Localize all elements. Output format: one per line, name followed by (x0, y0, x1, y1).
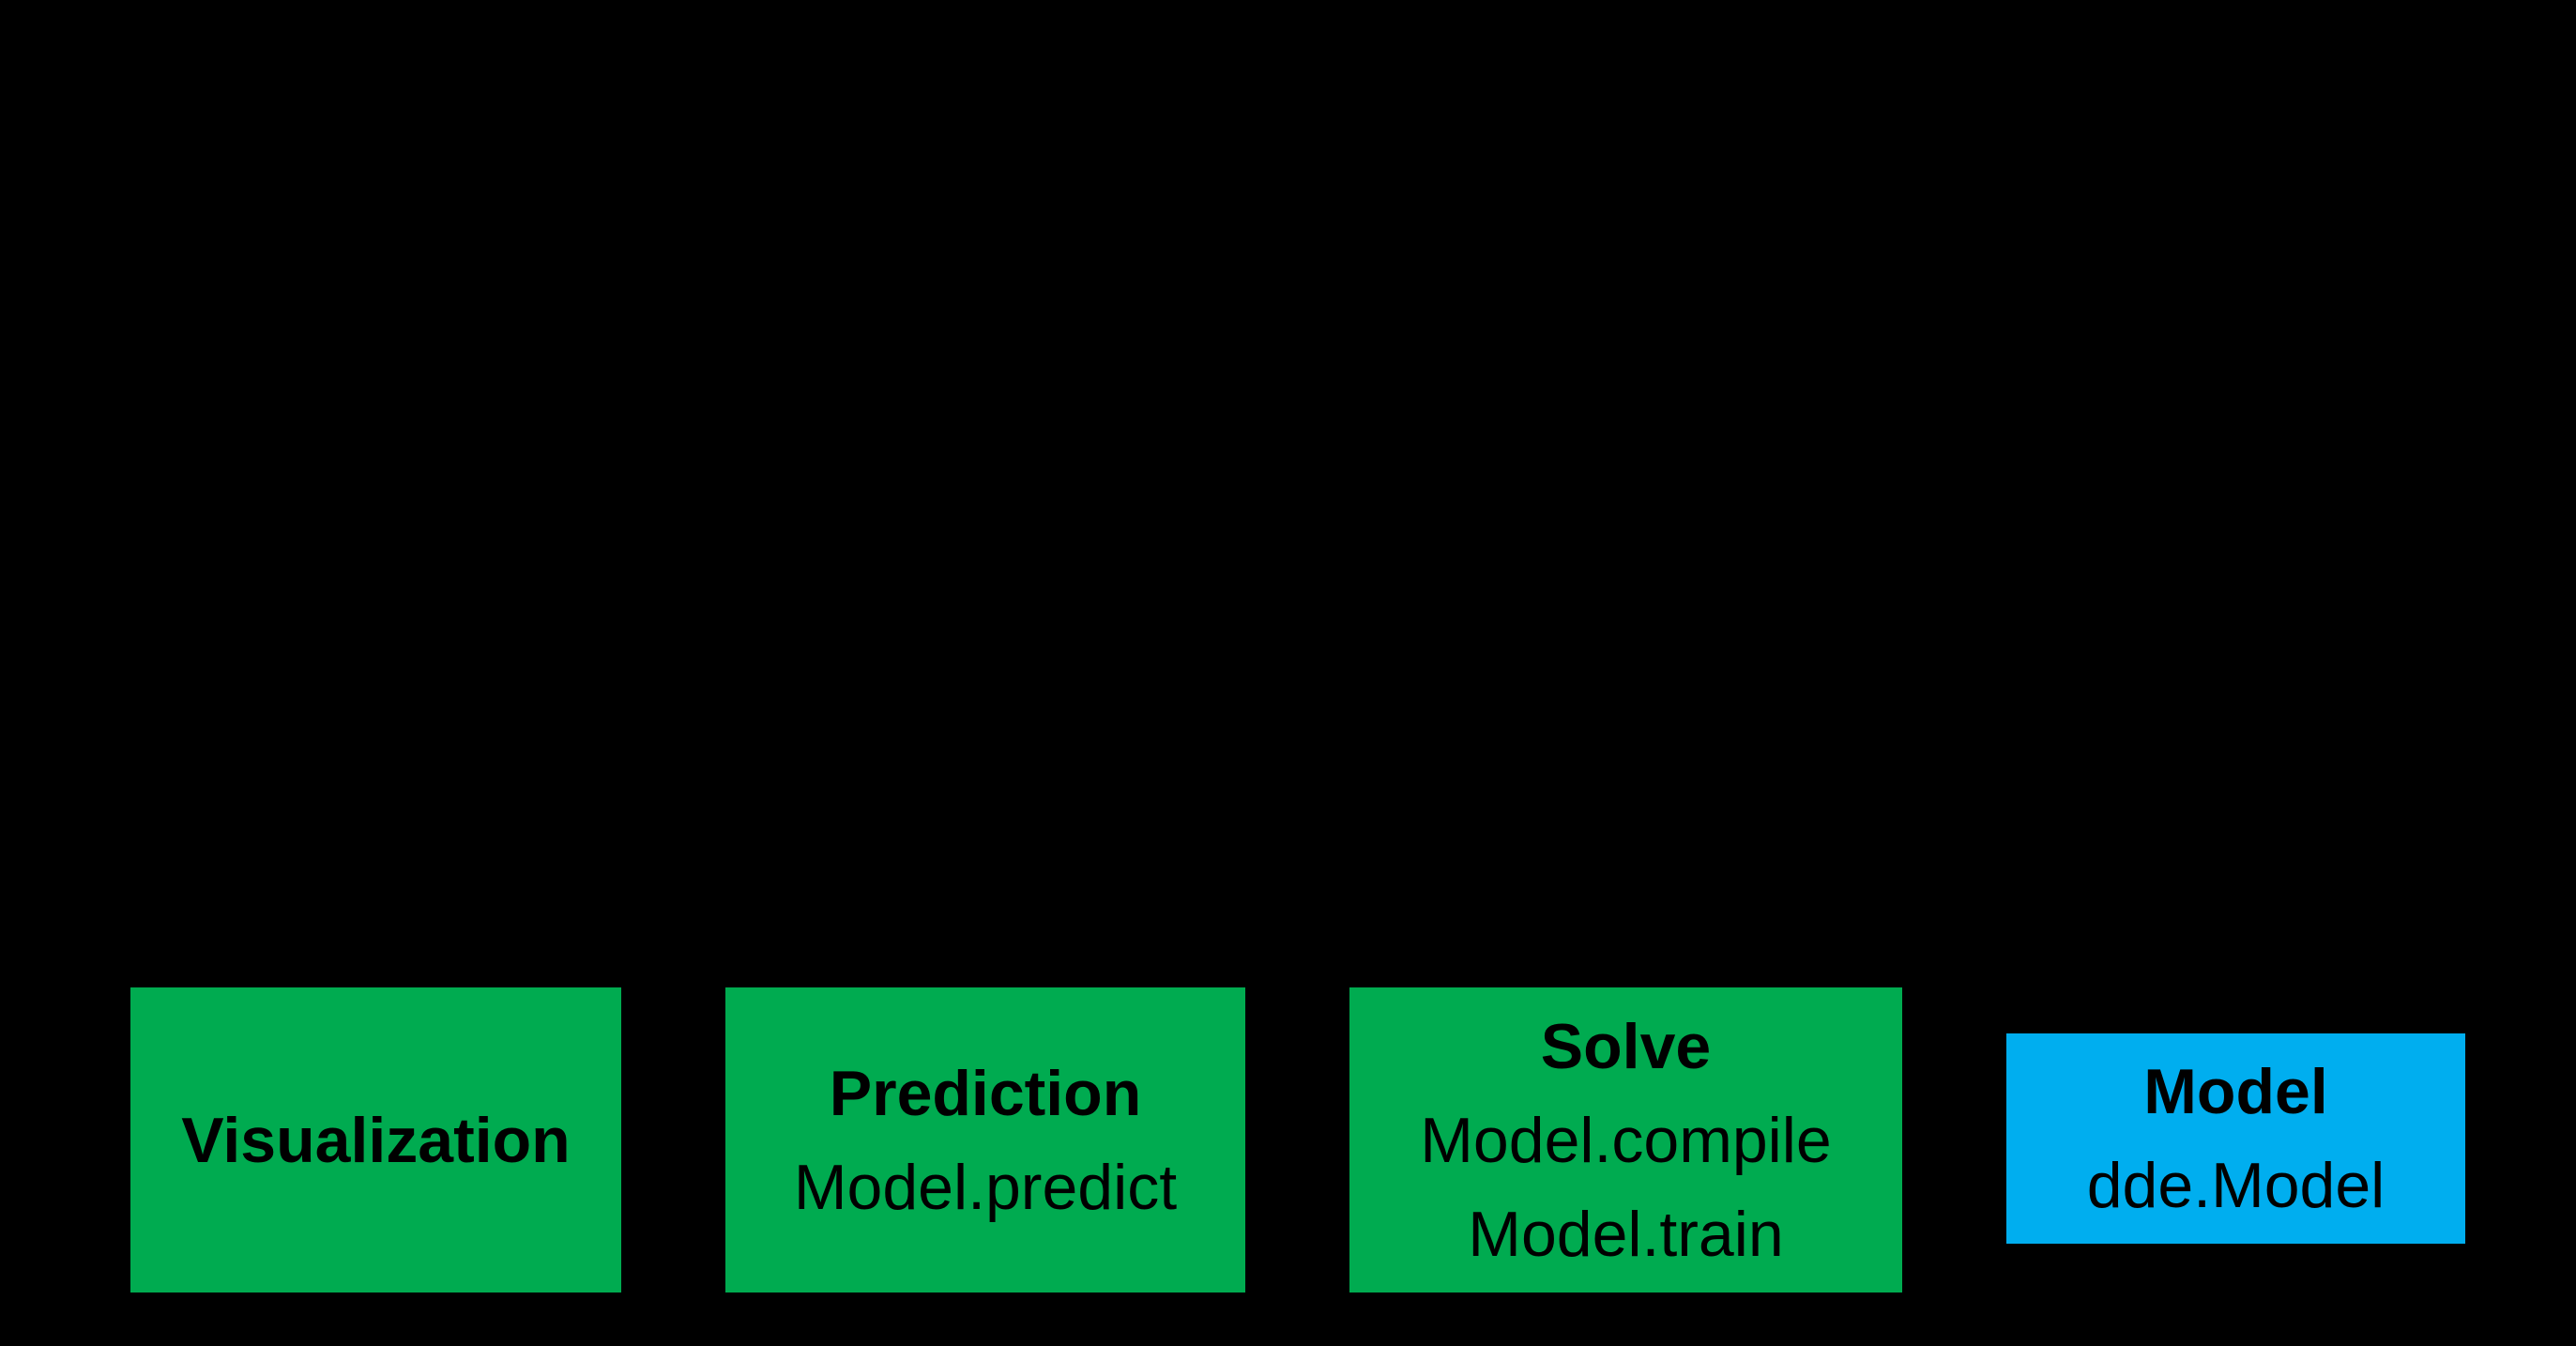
visualization-box: Visualization (130, 987, 621, 1292)
solve-box-method-compile: Model.compile (1420, 1104, 1832, 1176)
solve-box-title: Solve (1540, 1010, 1712, 1082)
prediction-box: Prediction Model.predict (725, 987, 1245, 1292)
prediction-box-method: Model.predict (793, 1151, 1178, 1223)
model-box: Model dde.Model (2006, 1033, 2465, 1244)
solve-box-method-train: Model.train (1468, 1198, 1784, 1270)
solve-box: Solve Model.compile Model.train (1349, 987, 1902, 1292)
prediction-box-title: Prediction (829, 1057, 1142, 1129)
model-box-title: Model (2143, 1056, 2328, 1127)
model-box-method: dde.Model (2086, 1150, 2385, 1221)
visualization-box-title: Visualization (181, 1104, 571, 1176)
